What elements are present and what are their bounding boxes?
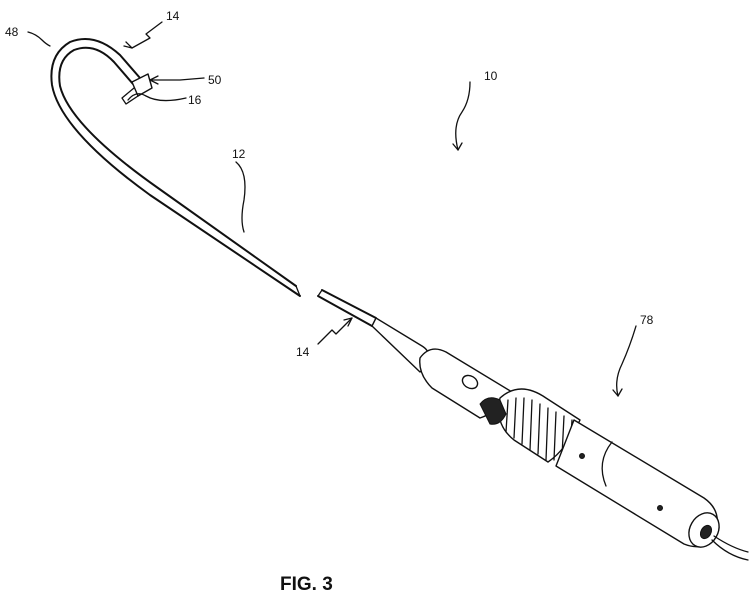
curved-shaft (51, 39, 300, 296)
tip-element (122, 74, 152, 104)
lower-shaft (318, 290, 429, 372)
ref-50: 50 (208, 73, 222, 87)
leader-lines (28, 22, 636, 396)
ref-12: 12 (232, 147, 246, 161)
ref-48: 48 (5, 25, 19, 39)
ref-14-bottom: 14 (296, 345, 310, 359)
ref-78: 78 (640, 313, 654, 327)
ref-14-top: 14 (166, 9, 180, 23)
figure-caption: FIG. 3 (280, 574, 333, 595)
handle-body (420, 349, 748, 560)
ref-10: 10 (484, 69, 498, 83)
ref-16: 16 (188, 93, 202, 107)
